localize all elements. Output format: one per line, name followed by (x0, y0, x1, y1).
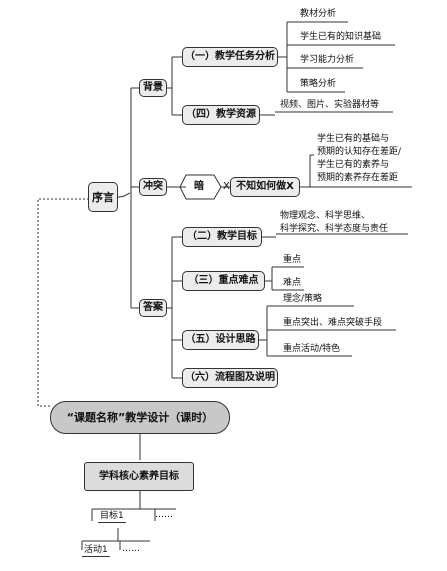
conflict-node: 冲突 (139, 178, 167, 196)
teaching-task-analysis-node: （一）教学任务分析 (182, 47, 278, 67)
key-points-node: （三）重点难点 (182, 271, 265, 291)
design-item-activity: 重点活动/特色 (283, 344, 341, 354)
goal-1-label: 目标1 (98, 511, 126, 523)
teaching-resources-node: （四）教学资源 (182, 105, 260, 125)
flowchart-node: （六）流程图及说明 (182, 368, 278, 388)
goal-more-text: …… (155, 510, 173, 520)
key-point-item: 重点 (283, 255, 302, 265)
task-item-textbook: 教材分析 (300, 9, 337, 19)
unknown-node: 不知如何做X (230, 177, 300, 197)
core-competency-goal-node: 学科核心素养目标 (84, 462, 194, 491)
conflict-detail-line-4: 预期的素养存在差距 (317, 173, 399, 183)
design-ideas-node: （五）设计思路 (182, 330, 259, 350)
goals-detail-line-2: 科学探究、科学态度与责任 (280, 224, 389, 234)
conflict-detail: 学生已有的基础与 预期的认知存在差距/ 学生已有的素养与 预期的素养存在差距 (317, 133, 401, 185)
conflict-detail-line-1: 学生已有的基础与 (317, 134, 390, 144)
goals-detail-line-1: 物理观念、科学思维、 (280, 211, 371, 221)
difficult-point-item: 难点 (283, 278, 302, 288)
task-item-strategy: 策略分析 (300, 79, 337, 89)
teaching-goals-node: （二）教学目标 (182, 227, 262, 247)
task-item-prior-knowledge: 学生已有的知识基础 (300, 32, 382, 42)
activity-more-text: …… (122, 544, 140, 554)
goals-detail: 物理观念、科学思维、 科学探究、科学态度与责任 (280, 210, 388, 236)
root-node: 序言 (88, 182, 118, 212)
conflict-detail-line-2: 预期的认知存在差距/ (317, 147, 402, 157)
resources-detail: 视频、图片、实验器材等 (280, 100, 380, 110)
activity-more-label: …… (122, 544, 140, 555)
cross-mark: X (223, 181, 230, 192)
task-item-learning-ability: 学习能力分析 (300, 55, 355, 65)
design-item-philosophy: 理念/策略 (283, 294, 323, 304)
answer-node: 答案 (139, 299, 167, 317)
background-node: 背景 (139, 79, 167, 97)
goal-1-text: 目标1 (98, 511, 126, 523)
goal-more-label: …… (155, 510, 173, 521)
hint-label: 暗 (194, 181, 204, 192)
design-title-node: “课题名称”教学设计（课时） (50, 401, 230, 434)
activity-1-text: 活动1 (82, 545, 110, 557)
design-item-breakthrough: 重点突出、难点突破手段 (283, 318, 383, 328)
activity-1-label: 活动1 (82, 545, 110, 557)
conflict-detail-line-3: 学生已有的素养与 (317, 160, 390, 170)
